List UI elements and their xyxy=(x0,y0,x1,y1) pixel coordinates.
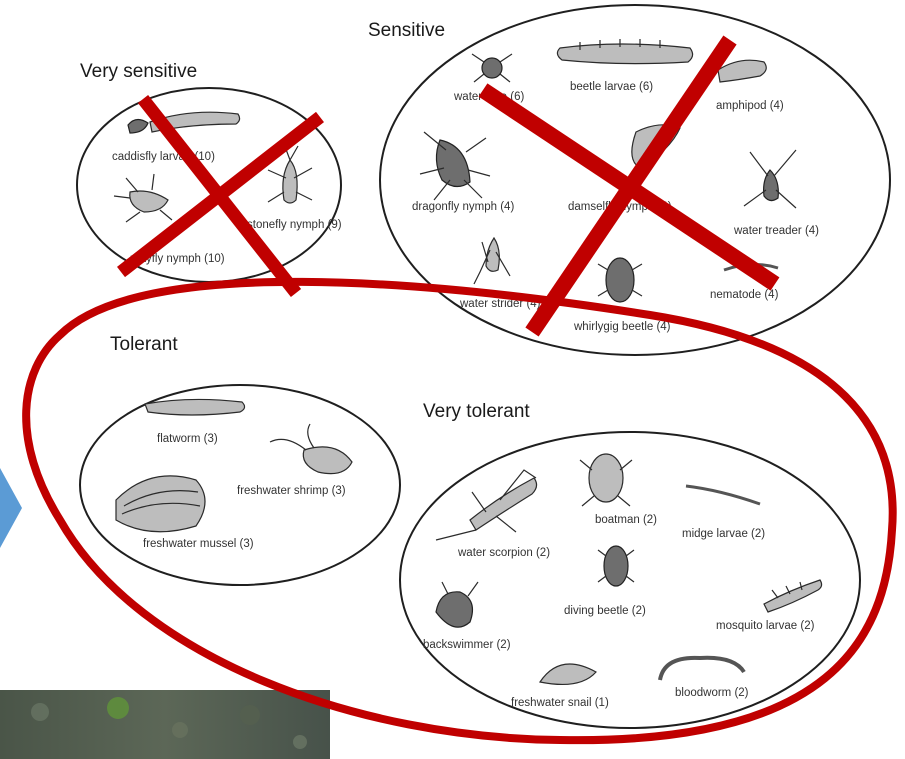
diving-beetle-icon xyxy=(598,546,634,586)
bloodworm-icon xyxy=(660,658,744,680)
organism-label: boatman (2) xyxy=(595,514,657,526)
organism-label: freshwater mussel (3) xyxy=(143,538,254,550)
organism-label: stonefly nymph (9) xyxy=(247,219,342,231)
organism-label: water treader (4) xyxy=(733,225,819,237)
mosquito-larvae-icon xyxy=(764,580,822,612)
organism-label: water scorpion (2) xyxy=(457,547,550,559)
group-title-sensitive: Sensitive xyxy=(368,20,445,41)
organism-label: amphipod (4) xyxy=(716,100,784,112)
beetle-larvae-icon xyxy=(557,39,692,64)
freshwater-shrimp-icon xyxy=(270,424,352,474)
group-title-tolerant: Tolerant xyxy=(110,334,178,355)
backswimmer-icon xyxy=(436,582,478,627)
organism-label: diving beetle (2) xyxy=(564,605,646,617)
organism-label: flatworm (3) xyxy=(157,433,218,445)
freshwater-mussel-icon xyxy=(116,476,205,532)
boatman-icon xyxy=(580,454,632,506)
organism-label: mosquito larvae (2) xyxy=(716,620,815,632)
arrow-icon xyxy=(0,468,22,548)
water-mite-icon xyxy=(472,54,512,82)
group-very-tolerant: Very tolerant xyxy=(400,401,860,728)
organism-label: midge larvae (2) xyxy=(682,528,765,540)
water-treader-icon xyxy=(744,150,796,208)
organism-label: backswimmer (2) xyxy=(423,639,511,651)
mayfly-nymph-icon xyxy=(114,174,172,222)
water-scorpion-icon xyxy=(436,470,537,540)
group-very-sensitive: Very sensitive caddisfly larvae (10) sto… xyxy=(77,61,342,282)
caddisfly-larvae-icon xyxy=(128,112,240,133)
dragonfly-nymph-icon xyxy=(420,132,490,200)
water-strider-icon xyxy=(474,238,510,284)
organism-label: bloodworm (2) xyxy=(675,687,749,699)
organism-label: freshwater snail (1) xyxy=(511,697,609,709)
midge-larvae-icon xyxy=(686,486,760,504)
freshwater-snail-icon xyxy=(540,664,596,684)
organism-label: dragonfly nymph (4) xyxy=(412,201,514,213)
organism-label: nematode (4) xyxy=(710,289,779,301)
flatworm-icon xyxy=(145,399,245,415)
organism-label: freshwater shrimp (3) xyxy=(237,485,346,497)
organism-label: beetle larvae (6) xyxy=(570,81,653,93)
organism-label: whirlygig beetle (4) xyxy=(573,321,671,333)
group-title-very-tolerant: Very tolerant xyxy=(423,401,530,422)
group-title-very-sensitive: Very sensitive xyxy=(80,61,197,82)
group-tolerant: Tolerant flatworm (3) freshwater shrimp … xyxy=(80,334,400,585)
whirlygig-beetle-icon xyxy=(598,258,642,302)
amphipod-icon xyxy=(718,60,766,82)
photo-fragment xyxy=(0,690,330,759)
